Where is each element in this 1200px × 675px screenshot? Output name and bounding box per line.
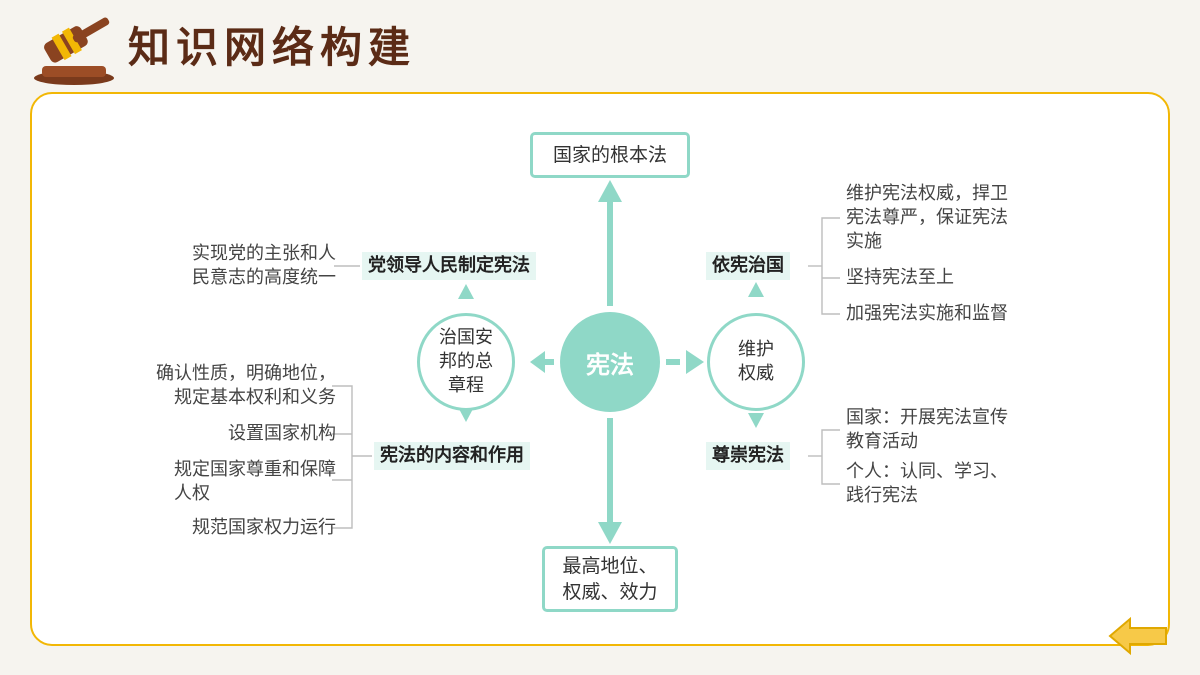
gavel-icon xyxy=(34,17,114,85)
authority-line-1: 维护 xyxy=(738,339,774,360)
note-regulate-power-line-1: 规范国家权力运行 xyxy=(192,517,336,538)
authority-line-2: 权威 xyxy=(738,363,774,384)
note-state-education-line-1: 国家：开展宪法宣传 xyxy=(846,407,1008,428)
node-constitution: 宪法 xyxy=(560,312,660,412)
note-human-rights-line-1: 规定国家尊重和保障 xyxy=(174,459,336,480)
node-supreme-status: 最高地位、 权威、效力 xyxy=(542,546,678,612)
note-defend-dignity-line-3: 实施 xyxy=(846,231,882,252)
tag-content-and-role: 宪法的内容和作用 xyxy=(374,442,530,470)
note-state-education-line-2: 教育活动 xyxy=(846,431,918,452)
note-state-organs: 设置国家机构 xyxy=(228,422,336,446)
note-state-organs-line-1: 设置国家机构 xyxy=(228,423,336,444)
note-individual-practice: 个人：认同、学习、 践行宪法 xyxy=(846,460,1008,508)
note-nature-rights: 确认性质，明确地位， 规定基本权利和义务 xyxy=(156,362,336,410)
note-human-rights: 规定国家尊重和保障 人权 xyxy=(174,458,336,506)
note-constitution-supreme-line-1: 坚持宪法至上 xyxy=(846,267,954,288)
back-arrow-icon[interactable] xyxy=(1108,616,1170,656)
note-state-education: 国家：开展宪法宣传 教育活动 xyxy=(846,406,1008,454)
note-individual-practice-line-2: 践行宪法 xyxy=(846,485,918,506)
note-defend-dignity-line-2: 宪法尊严，保证宪法 xyxy=(846,207,1008,228)
note-constitution-supreme: 坚持宪法至上 xyxy=(846,266,954,290)
note-will-unity-line-1: 实现党的主张和人 xyxy=(192,243,336,264)
node-fundamental-law-label: 国家的根本法 xyxy=(552,144,667,166)
node-governance-charter: 治国安 邦的总 章程 xyxy=(417,313,515,411)
note-will-unity: 实现党的主张和人 民意志的高度统一 xyxy=(192,242,336,290)
note-supervision-line-1: 加强宪法实施和监督 xyxy=(846,303,1008,324)
node-supreme-status-line-1: 最高地位、 xyxy=(562,555,658,577)
note-human-rights-line-2: 人权 xyxy=(174,483,210,504)
tag-revere-constitution: 尊崇宪法 xyxy=(706,442,790,470)
governance-line-3: 章程 xyxy=(448,375,484,396)
note-regulate-power: 规范国家权力运行 xyxy=(192,516,336,540)
node-constitution-label: 宪法 xyxy=(586,350,634,379)
tag-rule-by-constitution: 依宪治国 xyxy=(706,252,790,280)
tag-party-leads-lawmaking: 党领导人民制定宪法 xyxy=(362,252,536,280)
governance-line-2: 邦的总 xyxy=(439,351,493,372)
note-defend-dignity: 维护宪法权威，捍卫 宪法尊严，保证宪法 实施 xyxy=(846,182,1008,254)
node-fundamental-law: 国家的根本法 xyxy=(530,132,690,178)
note-defend-dignity-line-1: 维护宪法权威，捍卫 xyxy=(846,183,1008,204)
note-nature-rights-line-2: 规定基本权利和义务 xyxy=(174,387,336,408)
governance-line-1: 治国安 xyxy=(439,327,493,348)
node-supreme-status-line-2: 权威、效力 xyxy=(562,581,658,603)
note-individual-practice-line-1: 个人：认同、学习、 xyxy=(846,461,1008,482)
page-title: 知识网络构建 xyxy=(128,23,417,72)
node-uphold-authority: 维护 权威 xyxy=(707,313,805,411)
note-supervision: 加强宪法实施和监督 xyxy=(846,302,1008,326)
note-nature-rights-line-1: 确认性质，明确地位， xyxy=(156,363,336,384)
note-will-unity-line-2: 民意志的高度统一 xyxy=(192,267,336,288)
